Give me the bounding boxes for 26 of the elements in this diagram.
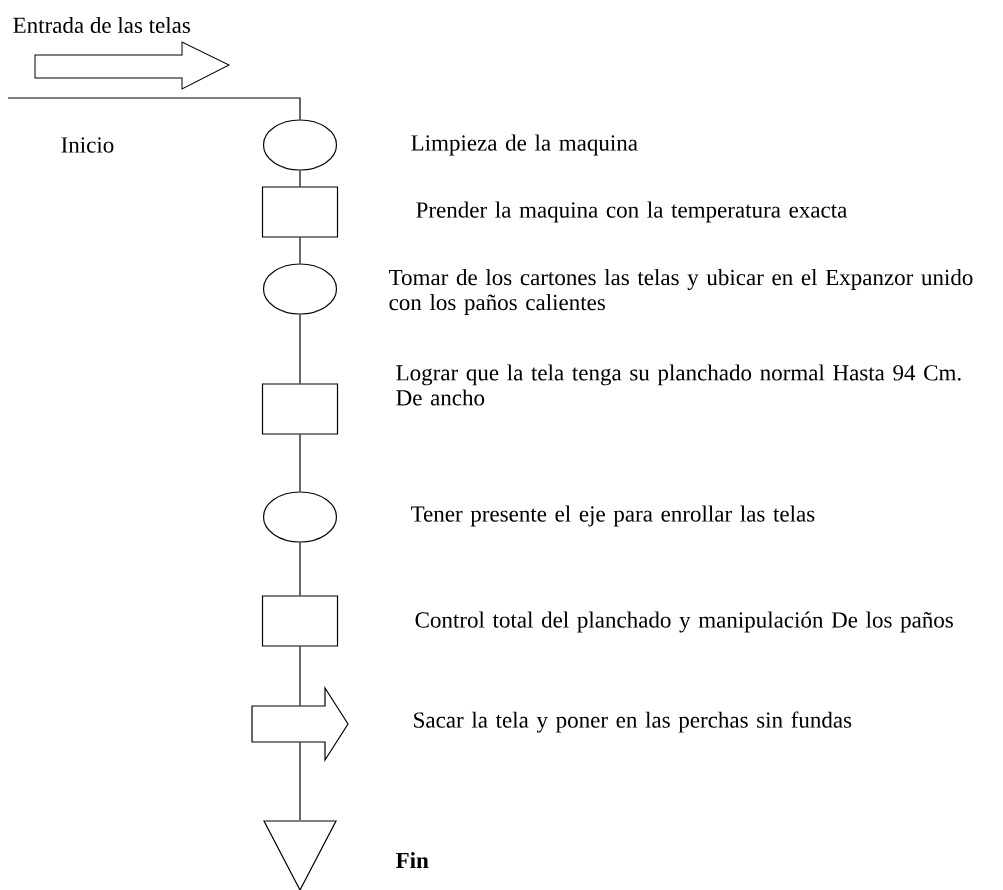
step-label: Limpieza de la maquina [411,134,638,156]
transport-arrow [251,685,349,763]
operation-oval [262,491,338,543]
step-label: Fin [396,852,429,868]
connector-line [299,542,301,596]
step-label: Lograr que la tela tenga su planchado normal Hasta 94 Cm. De ancho [396,364,961,406]
step-label: Tomar de los cartones las telas y ubicar en el Expanzor unido con los paños calientes [389,269,973,315]
connector-line [299,434,301,492]
text-label: Entrada de las telas [13,16,190,34]
connector-line [299,646,301,706]
operation-oval [262,119,338,171]
text-label: Inicio [61,137,114,153]
connector-line [7,97,301,120]
end-triangle [263,820,337,890]
connector-line [299,237,301,264]
step-label: Control total del planchado y manipulación De los paños [415,611,953,633]
inspection-box [261,595,339,647]
connector-line [299,742,301,821]
step-label: Sacar la tela y poner en las perchas sin fundas [414,711,852,733]
connector-line [299,314,301,384]
inspection-box [261,186,339,238]
connector-line [299,170,301,187]
operation-oval [262,263,338,315]
inspection-box [261,383,339,435]
step-label: Prender la maquina con la temperatura exacta [416,201,847,223]
step-label: Tener presente el eje para enrollar las telas [411,505,815,527]
